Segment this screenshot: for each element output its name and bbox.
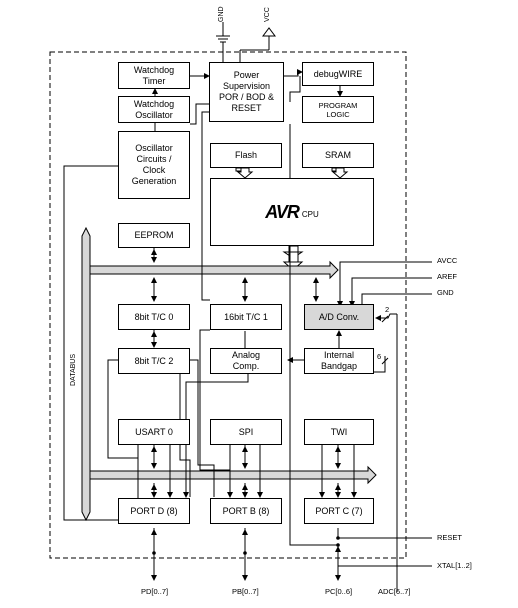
- avr-logo: AVR: [265, 201, 300, 222]
- analog-comparator-block: Analog Comp.: [210, 348, 282, 374]
- xtal-label: XTAL[1..2]: [437, 561, 472, 570]
- spi-block: SPI: [210, 419, 282, 445]
- eeprom-block: EEPROM: [118, 223, 190, 248]
- avcc-label: AVCC: [437, 256, 458, 265]
- flash-block: Flash: [210, 143, 282, 168]
- vcc-top-label: VCC: [264, 7, 271, 22]
- port-d-block: PORT D (8): [118, 498, 190, 524]
- watchdog-oscillator-block: Watchdog Oscillator: [118, 96, 190, 123]
- cpu-block: AVR CPU: [210, 178, 374, 246]
- watchdog-timer-block: Watchdog Timer: [118, 62, 190, 89]
- usart-block: USART 0: [118, 419, 190, 445]
- port-c-block: PORT C (7): [304, 498, 374, 524]
- sram-block: SRAM: [302, 143, 374, 168]
- adc-pins-label: ADC[6..7]: [378, 587, 411, 596]
- bus-width-2-label: 2: [385, 305, 390, 314]
- cpu-label: CPU: [301, 209, 319, 219]
- internal-bandgap-block: Internal Bandgap: [304, 348, 374, 374]
- databus-label: DATABUS: [70, 353, 77, 386]
- power-supervision-block: Power Supervision POR / BOD & RESET: [209, 62, 284, 122]
- aref-label: AREF: [437, 272, 458, 281]
- adc-block: A/D Conv.: [304, 304, 374, 330]
- timer0-block: 8bit T/C 0: [118, 304, 190, 330]
- bus-width-6-label: 6: [377, 352, 382, 361]
- pb-pins-label: PB[0..7]: [232, 587, 259, 596]
- oscillator-circuits-block: Oscillator Circuits / Clock Generation: [118, 131, 190, 199]
- twi-block: TWI: [304, 419, 374, 445]
- gnd-pin-symbol: [216, 22, 230, 62]
- gnd-top-label: GND: [218, 6, 225, 22]
- debugwire-block: debugWIRE: [302, 62, 374, 86]
- vcc-pin-symbol: [239, 27, 276, 62]
- port-b-block: PORT B (8): [210, 498, 282, 524]
- program-logic-block: PROGRAM LOGIC: [302, 96, 374, 123]
- pd-pins-label: PD[0..7]: [141, 587, 169, 596]
- pc-pins-label: PC[0..6]: [325, 587, 353, 596]
- chip-boundary: [49, 51, 407, 559]
- gnd-right-label: GND: [437, 288, 454, 297]
- timer1-block: 16bit T/C 1: [210, 304, 282, 330]
- timer2-block: 8bit T/C 2: [118, 348, 190, 374]
- reset-label: RESET: [437, 533, 463, 542]
